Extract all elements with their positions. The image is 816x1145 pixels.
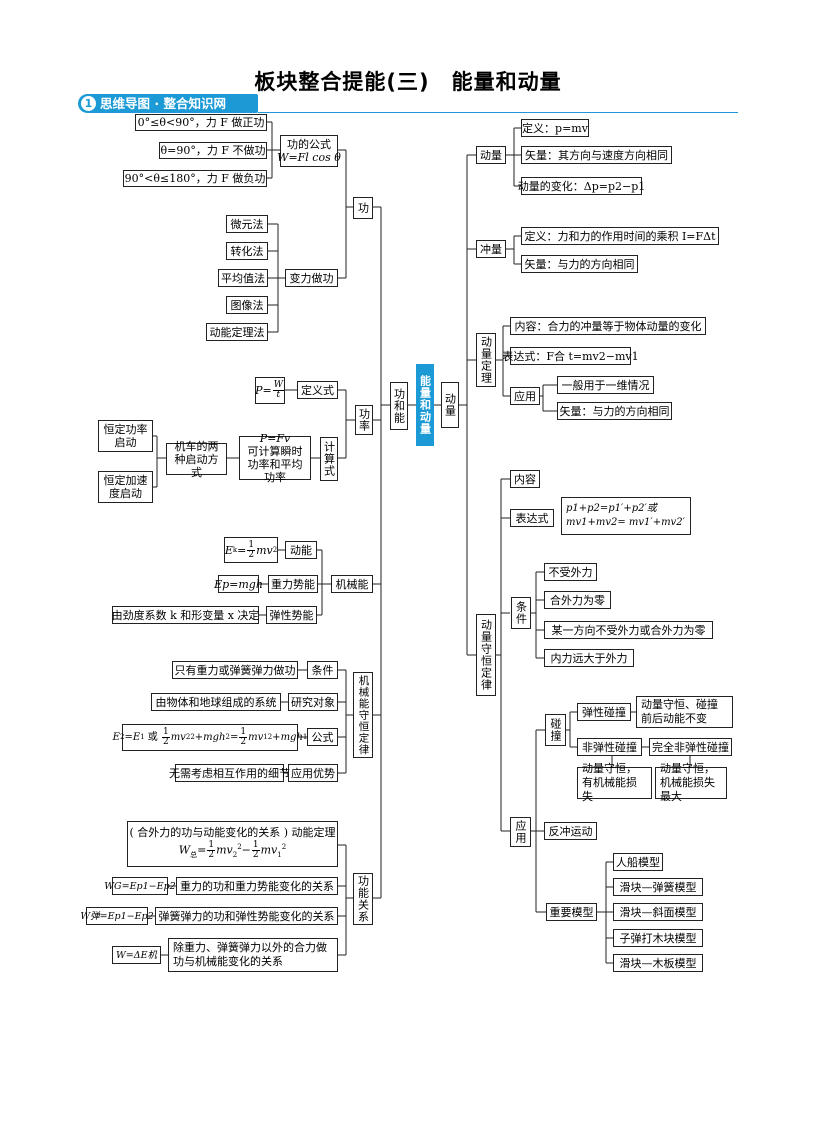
banner-underline xyxy=(258,112,738,113)
node-work: 功 xyxy=(353,197,373,219)
node-momentum: 动量 xyxy=(476,146,506,164)
spring-work-relation: 弹簧弹力的功和弹性势能变化的关系 xyxy=(155,907,338,925)
perfectly-inelastic-collision: 完全非弹性碰撞 xyxy=(649,738,732,756)
momentum-change: 动量的变化：Δp=p2−p1 xyxy=(518,177,645,195)
method-theorem: 动能定理法 xyxy=(206,323,268,341)
momentum-def: 定义：p=mv xyxy=(521,119,589,137)
work-case-positive: 0°≤θ<90°，力 F 做正功 xyxy=(135,114,267,131)
elastic-collision: 弹性碰撞 xyxy=(577,703,631,721)
theorem-apply-1d: 一般用于一维情况 xyxy=(557,376,654,394)
cons-object-val: 由物体和地球组成的系统 xyxy=(151,693,281,711)
power-calc-formula: P=Fv xyxy=(259,432,291,445)
gravitational-pe-formula: Ep=mgh xyxy=(214,575,263,593)
cons-cond-val: 只有重力或弹簧弹力做功 xyxy=(172,661,298,679)
elastic-pe-desc: 由劲度系数 k 和形变量 x 决定 xyxy=(112,606,259,624)
method-micro: 微元法 xyxy=(226,215,268,233)
cond-zero-net: 合外力为零 xyxy=(544,591,611,609)
cons-cond-key: 条件 xyxy=(307,661,338,679)
section-banner-text: 思维导图 · 整合知识网 xyxy=(100,96,226,111)
work-case-negative: 90°<θ≤180°，力 F 做负功 xyxy=(123,170,267,187)
node-impulse: 冲量 xyxy=(476,240,506,258)
node-work-energy: 功和能 xyxy=(390,382,408,430)
cons-advantage-val: 无需考虑相互作用的细节 xyxy=(169,764,290,782)
important-models: 重要模型 xyxy=(546,903,597,921)
page-title: 板块整合提能(三) 能量和动量 xyxy=(254,70,562,94)
model-block-incline: 滑块—斜面模型 xyxy=(613,903,703,921)
collision: 碰撞 xyxy=(545,714,566,746)
node-momentum-theorem: 动量定理 xyxy=(476,333,496,387)
cons-advantage-key: 应用优势 xyxy=(288,764,338,782)
conservation-application: 应用 xyxy=(510,817,531,847)
work-formula-title: 功的公式 xyxy=(287,138,331,151)
kinetic-theorem-title: ( 合外力的功与动能变化的关系 ) 动能定理 xyxy=(129,826,336,840)
section-banner: 1 思维导图 · 整合知识网 xyxy=(78,94,258,113)
engine-start-title: 机车的两种启动方式 xyxy=(166,440,227,479)
node-power: 功率 xyxy=(355,405,373,435)
power-def-label: 定义式 xyxy=(297,381,338,399)
start-constant-acceleration: 恒定加速度启动 xyxy=(98,471,153,503)
model-block-spring: 滑块—弹簧模型 xyxy=(613,878,703,896)
gravity-work-relation: 重力的功和重力势能变化的关系 xyxy=(176,877,338,895)
node-energy-momentum: 能量和动量 xyxy=(416,364,434,446)
other-work-relation: 除重力、弹簧弹力以外的合力做功与机械能变化的关系 xyxy=(168,938,338,972)
inelastic-desc: 动量守恒，有机械能损失 xyxy=(577,762,652,803)
node-momentum-conservation: 动量守恒定律 xyxy=(476,614,496,696)
cond-internal-force: 内力远大于外力 xyxy=(544,649,634,667)
gravitational-pe: 重力势能 xyxy=(268,575,318,593)
cond-no-force: 不受外力 xyxy=(544,563,597,581)
recoil-motion: 反冲运动 xyxy=(544,822,597,840)
power-calc-label: 计算式 xyxy=(320,437,338,481)
perfect-inelastic-desc: 动量守恒，机械能损失最大 xyxy=(655,762,727,803)
model-bullet-block: 子弹打木块模型 xyxy=(613,929,703,947)
impulse-def: 定义：力和力的作用时间的乘积 I=FΔt xyxy=(521,227,719,245)
section-number: 1 xyxy=(81,96,96,111)
theorem-apply: 应用 xyxy=(510,387,540,405)
work-case-zero: θ=90°，力 F 不做功 xyxy=(159,142,267,159)
conservation-expr-label: 表达式 xyxy=(510,509,554,527)
model-person-boat: 人船模型 xyxy=(613,853,663,871)
spring-work-formula: W弹=Ep1−Ep2 xyxy=(80,907,154,925)
other-work-formula: W=ΔE机 xyxy=(112,946,161,964)
model-block-board: 滑块—木板模型 xyxy=(613,954,703,972)
method-average: 平均值法 xyxy=(218,269,268,287)
conservation-content: 内容 xyxy=(510,470,540,488)
method-transform: 转化法 xyxy=(226,242,268,260)
node-mech-conservation: 机械能守恒定律 xyxy=(353,672,373,758)
method-graph: 图像法 xyxy=(226,296,268,314)
cons-object-key: 研究对象 xyxy=(288,693,338,711)
inelastic-collision: 非弹性碰撞 xyxy=(577,738,642,756)
node-momentum-root: 动量 xyxy=(441,382,459,428)
conservation-expr: p1+p2=p1′+p2′或 mv1+mv2= mv1′+mv2′ xyxy=(561,497,691,535)
node-mechanical-energy: 机械能 xyxy=(331,575,373,593)
power-calc-desc: 可计算瞬时功率和平均功率 xyxy=(247,445,303,484)
theorem-expression: 表达式：F合 t=mv2−mv1 xyxy=(502,347,639,365)
start-constant-power: 恒定功率启动 xyxy=(98,420,153,452)
momentum-vector: 矢量：其方向与速度方向相同 xyxy=(521,146,672,164)
theorem-content: 内容：合力的冲量等于物体动量的变化 xyxy=(510,317,706,335)
elastic-pe: 弹性势能 xyxy=(266,606,317,624)
gravity-work-formula: WG=Ep1−Ep2 xyxy=(104,877,176,895)
impulse-vector: 矢量：与力的方向相同 xyxy=(521,255,638,273)
node-work-energy-relation: 功能关系 xyxy=(353,873,373,925)
cond-one-direction: 某一方向不受外力或合外力为零 xyxy=(544,621,713,639)
theorem-apply-vector: 矢量：与力的方向相同 xyxy=(557,402,672,420)
elastic-collision-desc: 动量守恒、碰撞前后动能不变 xyxy=(636,696,733,728)
cons-formula-key: 公式 xyxy=(307,728,338,746)
kinetic-energy: 动能 xyxy=(285,541,317,559)
conservation-condition: 条件 xyxy=(511,597,531,629)
work-formula: W=Fl cos θ xyxy=(277,151,341,164)
variable-work: 变力做功 xyxy=(285,269,338,287)
